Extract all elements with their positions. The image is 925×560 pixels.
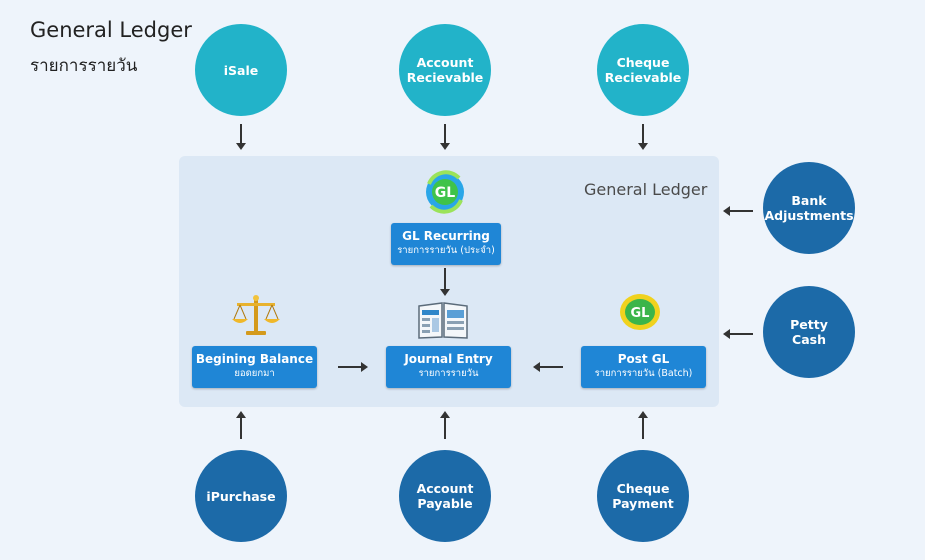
arrow-left xyxy=(723,328,753,340)
account-payable-node[interactable]: Account Payable xyxy=(399,450,491,542)
node-label: Cheque Payment xyxy=(612,481,674,511)
arrow-right xyxy=(338,361,368,373)
arrow-left xyxy=(723,205,753,217)
box-subtitle: รายการรายวัน (ประจำ) xyxy=(397,245,495,256)
bank-adjustments-node[interactable]: Bank Adjustments xyxy=(763,162,855,254)
arrow-down xyxy=(439,124,451,150)
box-title: Post GL xyxy=(617,352,670,366)
page-title: General Ledger xyxy=(30,18,192,42)
page-subtitle: รายการรายวัน xyxy=(30,56,138,76)
journal-book-icon xyxy=(418,302,468,339)
begining-balance-box[interactable]: Begining Balance ยอดยกมา xyxy=(192,346,317,388)
petty-cash-node[interactable]: Petty Cash xyxy=(763,286,855,378)
panel-title: General Ledger xyxy=(584,180,708,199)
gl-recurring-icon: GL xyxy=(426,170,464,214)
box-title: Journal Entry xyxy=(404,352,493,366)
arrow-down xyxy=(235,124,247,150)
arrow-up xyxy=(235,411,247,439)
arrow-up xyxy=(637,411,649,439)
arrow-down xyxy=(439,268,451,296)
svg-text:GL: GL xyxy=(631,306,650,321)
cheque-recievable-node[interactable]: Cheque Recievable xyxy=(597,24,689,116)
box-subtitle: รายการรายวัน (Batch) xyxy=(594,368,693,379)
box-title: Begining Balance xyxy=(195,352,314,366)
gl-recurring-box[interactable]: GL Recurring รายการรายวัน (ประจำ) xyxy=(391,223,501,265)
cheque-payment-node[interactable]: Cheque Payment xyxy=(597,450,689,542)
node-label: Account Recievable xyxy=(406,55,484,85)
node-label: Petty Cash xyxy=(790,317,828,347)
arrow-up xyxy=(439,411,451,439)
isale-node[interactable]: iSale xyxy=(195,24,287,116)
node-label: Cheque Recievable xyxy=(604,55,682,85)
svg-text:GL: GL xyxy=(435,185,455,201)
arrow-left xyxy=(533,361,563,373)
post-gl-icon: GL xyxy=(620,294,660,330)
node-label: iPurchase xyxy=(206,488,276,504)
ipurchase-node[interactable]: iPurchase xyxy=(195,450,287,542)
arrow-down xyxy=(637,124,649,150)
node-label: iSale xyxy=(223,62,259,78)
node-label: Account Payable xyxy=(416,481,474,511)
balance-scale-icon xyxy=(232,295,280,335)
post-gl-box[interactable]: Post GL รายการรายวัน (Batch) xyxy=(581,346,706,388)
journal-entry-box[interactable]: Journal Entry รายการรายวัน xyxy=(386,346,511,388)
box-title: GL Recurring xyxy=(402,229,490,243)
box-subtitle: ยอดยกมา xyxy=(234,368,275,379)
node-label: Bank Adjustments xyxy=(764,193,854,223)
account-recievable-node[interactable]: Account Recievable xyxy=(399,24,491,116)
box-subtitle: รายการรายวัน xyxy=(418,368,479,379)
